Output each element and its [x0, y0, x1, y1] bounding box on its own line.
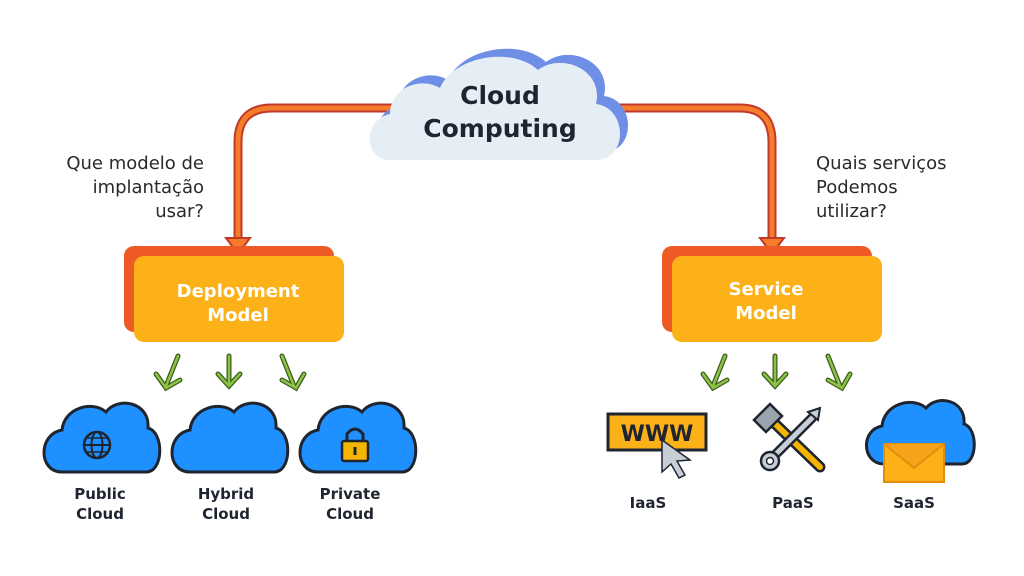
- deployment-question: Que modelo de implantação usar?: [20, 152, 204, 224]
- deployment-question-line2: implantação: [92, 177, 204, 198]
- iaas-item: WWW IaaS: [606, 412, 708, 512]
- service-model-title-line1: Service: [729, 279, 804, 300]
- cloud-mail-icon: [865, 399, 976, 483]
- hybrid-cloud-label-line1: Hybrid: [198, 485, 254, 503]
- deployment-question-line3: usar?: [155, 201, 204, 222]
- service-question-line1: Quais serviços: [816, 153, 947, 174]
- lock-icon: [298, 401, 418, 474]
- main-cloud: Cloud Computing: [369, 48, 628, 160]
- service-question-line2: Podemos: [816, 177, 898, 198]
- paas-label: PaaS: [772, 494, 814, 512]
- deployment-model-box: Deployment Model: [124, 246, 344, 342]
- main-cloud-title-line1: Cloud: [460, 81, 540, 110]
- paas-item: PaaS: [752, 402, 826, 512]
- cloud-icon: [170, 401, 290, 474]
- saas-item: SaaS: [865, 399, 976, 512]
- deployment-question-line1: Que modelo de: [66, 153, 204, 174]
- private-cloud-label-line1: Private: [320, 485, 381, 503]
- public-cloud-label-line1: Public: [74, 485, 126, 503]
- deployment-model-title-line1: Deployment: [177, 281, 300, 302]
- hybrid-cloud-label-line2: Cloud: [202, 505, 250, 523]
- www-text: WWW: [621, 422, 694, 447]
- service-question: Quais serviços Podemos utilizar?: [816, 152, 1006, 224]
- main-cloud-title-line2: Computing: [423, 114, 576, 143]
- deployment-model-title-line2: Model: [207, 305, 269, 326]
- saas-label: SaaS: [893, 494, 935, 512]
- service-question-line3: utilizar?: [816, 201, 887, 222]
- globe-icon: [42, 401, 162, 474]
- hybrid-cloud-item: Hybrid Cloud: [170, 401, 290, 523]
- public-cloud-label-line2: Cloud: [76, 505, 124, 523]
- service-model-title-line2: Model: [735, 303, 797, 324]
- public-cloud-item: Public Cloud: [42, 401, 162, 523]
- tools-icon: [752, 402, 826, 473]
- service-model-box: Service Model: [662, 246, 882, 342]
- connector-left: [224, 103, 400, 256]
- www-cursor-icon: WWW: [606, 412, 708, 479]
- private-cloud-item: Private Cloud: [298, 401, 418, 523]
- iaas-label: IaaS: [630, 494, 667, 512]
- private-cloud-label-line2: Cloud: [326, 505, 374, 523]
